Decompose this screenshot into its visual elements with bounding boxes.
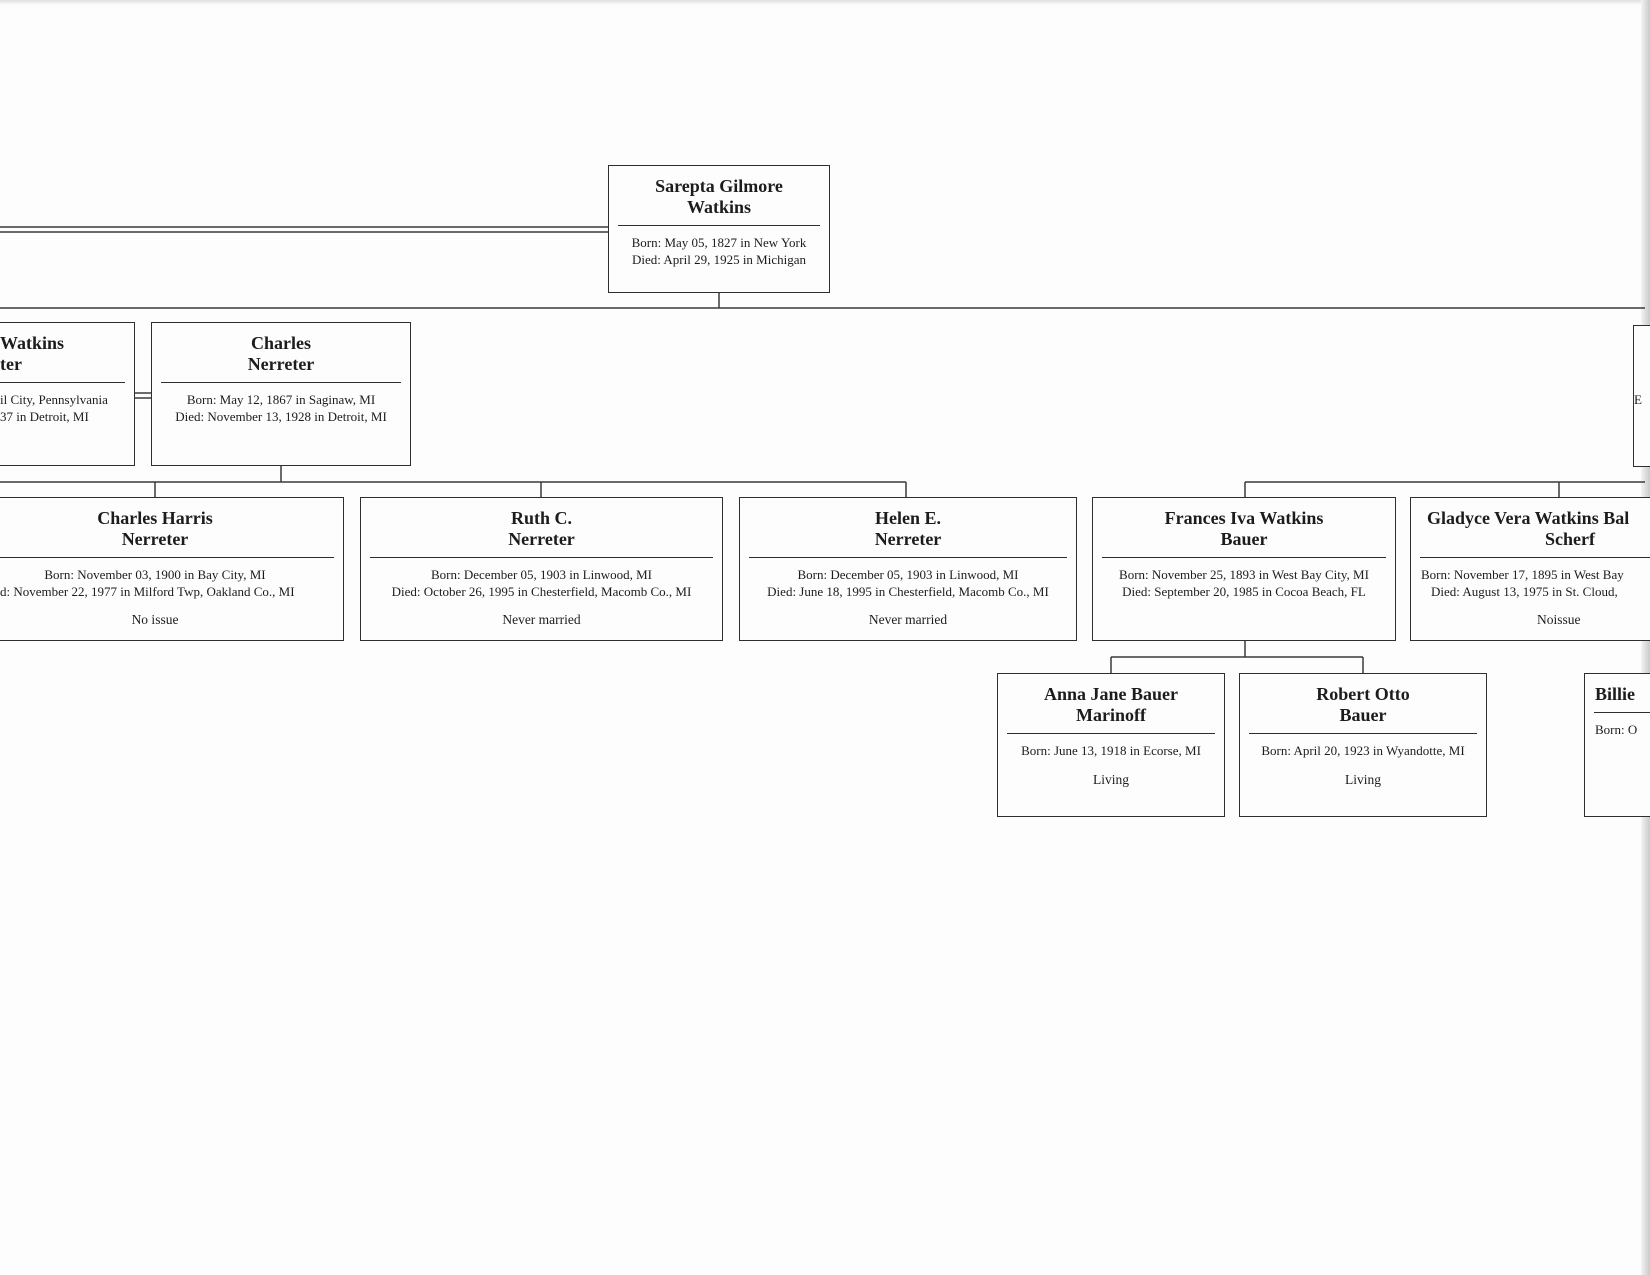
- divider: [370, 557, 713, 558]
- divider: [1007, 733, 1215, 734]
- divider: [1249, 733, 1477, 734]
- page-top-edge: [0, 0, 1650, 5]
- born-text: Born: June 13, 1918 in Ecorse, MI: [1021, 743, 1201, 758]
- person-card-partial-left: Watkins ter il City, Pennsylvania 37 in …: [0, 322, 135, 466]
- person-name: Helen E. Nerreter: [874, 508, 942, 549]
- person-card-sarepta-gilmore-watkins: Sarepta Gilmore Watkins Born: May 05, 18…: [608, 165, 830, 293]
- person-name: Robert Otto Bauer: [1316, 684, 1410, 725]
- person-card-gladyce-vera-watkins-scherf: Gladyce Vera Watkins Bal Scherf Born: No…: [1410, 497, 1650, 641]
- divider: [1420, 557, 1650, 558]
- born-text: Born: November 03, 1900 in Bay City, MI: [44, 567, 266, 582]
- born-text: il City, Pennsylvania: [0, 392, 108, 407]
- died-text: Died: October 26, 1995 in Chesterfield, …: [391, 583, 692, 599]
- note-text: Never married: [868, 612, 948, 627]
- divider: [749, 557, 1067, 558]
- born-text: Born: O: [1595, 722, 1638, 737]
- note-text: Never married: [502, 612, 581, 627]
- died-text: Died: August 13, 1975 in St. Cloud,: [1431, 583, 1618, 599]
- died-text: Died: September 20, 1985 in Cocoa Beach,…: [1122, 583, 1366, 599]
- person-name: Charles Harris Nerreter: [97, 508, 213, 549]
- person-name: Charles Nerreter: [247, 333, 315, 374]
- divider: [161, 382, 401, 383]
- person-name: Sarepta Gilmore Watkins: [655, 176, 783, 217]
- born-text: Born: November 25, 1893 in West Bay City…: [1119, 567, 1369, 582]
- note-text: Living: [1345, 771, 1381, 787]
- died-text: d: November 22, 1977 in Milford Twp, Oak…: [0, 583, 295, 599]
- person-card-partial-right: E: [1633, 325, 1650, 467]
- person-name: Ruth C. Nerreter: [508, 508, 575, 549]
- person-name: Billie: [1595, 684, 1635, 704]
- born-text: Born: May 05, 1827 in New York: [631, 235, 807, 250]
- divider: [1102, 557, 1386, 558]
- note-text: No issue: [131, 612, 179, 627]
- person-card-helen-e-nerreter: Helen E. Nerreter Born: December 05, 190…: [739, 497, 1077, 641]
- born-text: E: [1634, 392, 1642, 407]
- note-text: Living: [1093, 771, 1129, 787]
- person-card-charles-harris-nerreter: Charles Harris Nerreter Born: November 0…: [0, 497, 344, 641]
- note-text: Noissue: [1537, 612, 1581, 627]
- born-text: Born: April 20, 1923 in Wyandotte, MI: [1261, 743, 1465, 758]
- person-card-robert-otto-bauer: Robert Otto Bauer Born: April 20, 1923 i…: [1239, 673, 1487, 817]
- person-card-billie-partial: Billie Born: O: [1584, 673, 1650, 817]
- person-name: Anna Jane Bauer Marinoff: [1043, 684, 1178, 725]
- born-text: Born: November 17, 1895 in West Bay: [1421, 567, 1624, 582]
- died-text: Died: November 13, 1928 in Detroit, MI: [175, 408, 387, 424]
- born-text: Born: December 05, 1903 in Linwood, MI: [431, 567, 652, 582]
- person-name: Gladyce Vera Watkins Bal Scherf: [1427, 508, 1630, 549]
- person-card-frances-iva-watkins-bauer: Frances Iva Watkins Bauer Born: November…: [1092, 497, 1396, 641]
- person-card-ruth-c-nerreter: Ruth C. Nerreter Born: December 05, 1903…: [360, 497, 723, 641]
- died-text: 37 in Detroit, MI: [0, 408, 89, 424]
- born-text: Born: May 12, 1867 in Saginaw, MI: [186, 392, 376, 407]
- died-text: Died: June 18, 1995 in Chesterfield, Mac…: [767, 583, 1049, 599]
- born-text: Born: December 05, 1903 in Linwood, MI: [797, 567, 1019, 582]
- person-name: Frances Iva Watkins Bauer: [1164, 508, 1324, 549]
- divider: [618, 225, 820, 226]
- person-name: Watkins ter: [0, 333, 65, 374]
- divider: [0, 382, 125, 383]
- person-card-anna-jane-bauer-marinoff: Anna Jane Bauer Marinoff Born: June 13, …: [997, 673, 1225, 817]
- divider: [0, 557, 334, 558]
- divider: [1594, 712, 1650, 713]
- person-card-charles-nerreter: Charles Nerreter Born: May 12, 1867 in S…: [151, 322, 411, 466]
- died-text: Died: April 29, 1925 in Michigan: [631, 251, 807, 267]
